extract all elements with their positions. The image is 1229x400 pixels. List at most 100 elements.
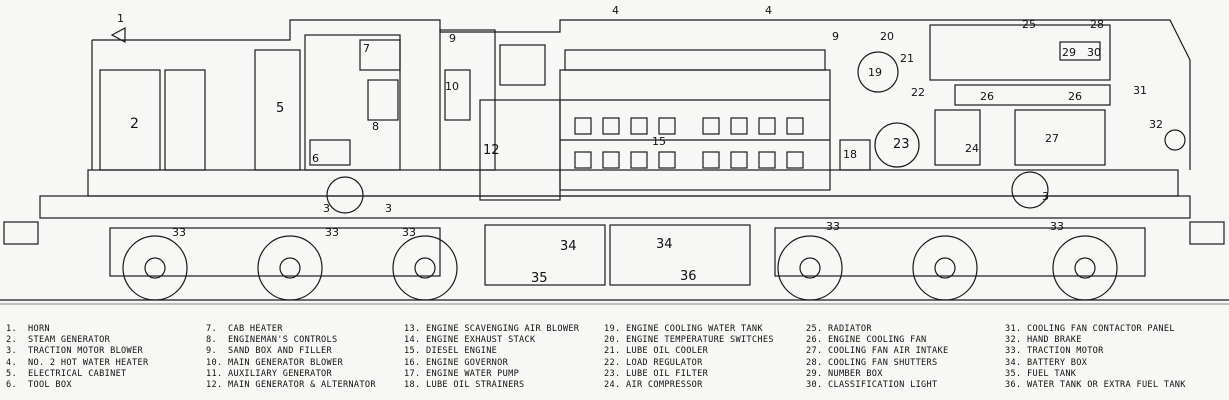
rear-truck-axle bbox=[799, 257, 821, 279]
callout-21: 21 bbox=[900, 52, 914, 65]
steam-generator-block bbox=[99, 69, 161, 171]
front-truck-axle bbox=[279, 257, 301, 279]
callout-9: 9 bbox=[449, 32, 456, 45]
legend-column-5: 25.RADIATOR 26.ENGINE COOLING FAN 27.COO… bbox=[806, 324, 948, 391]
legend-item: 23.LUBE OIL FILTER bbox=[604, 368, 709, 379]
legend-item: 33.TRACTION MOTOR bbox=[1005, 346, 1104, 357]
front-truck-wheel bbox=[392, 235, 458, 301]
callout-23: 23 bbox=[893, 137, 910, 152]
legend-item: 19.ENGINE COOLING WATER TANK bbox=[604, 324, 763, 334]
callout-36: 36 bbox=[680, 269, 697, 284]
radiator-section bbox=[929, 24, 1111, 81]
platform-deck bbox=[87, 169, 1179, 197]
front-truck-axle bbox=[414, 257, 436, 279]
callout-27: 27 bbox=[1045, 132, 1059, 145]
legend-item: 26.ENGINE COOLING FAN bbox=[806, 335, 927, 346]
legend-item: 20.ENGINE TEMPERATURE SWITCHES bbox=[604, 335, 774, 346]
legend-item: 2.STEAM GENERATOR bbox=[6, 335, 111, 346]
rear-truck-wheel bbox=[1052, 235, 1118, 301]
callout-33c: 33 bbox=[402, 226, 416, 239]
traction-motor-blower-rear bbox=[1011, 171, 1049, 209]
front-truck-frame bbox=[109, 227, 441, 277]
callout-33e: 33 bbox=[1050, 220, 1064, 233]
callout-26: 26 bbox=[980, 90, 994, 103]
legend-item: 8.ENGINEMAN'S CONTROLS bbox=[206, 335, 338, 346]
callout-8: 8 bbox=[372, 120, 379, 133]
legend-item: 11.AUXILIARY GENERATOR bbox=[206, 368, 333, 379]
callout-7: 7 bbox=[363, 42, 370, 55]
legend-column-1: 1.HORN 2.STEAM GENERATOR 3.TRACTION MOTO… bbox=[6, 324, 148, 391]
callout-34: 34 bbox=[560, 239, 577, 254]
water-tank bbox=[609, 224, 751, 286]
legend-item: 25.RADIATOR bbox=[806, 324, 872, 334]
legend-item: 10.MAIN GENERATOR BLOWER bbox=[206, 357, 343, 368]
rear-truck-frame bbox=[774, 227, 1146, 277]
callout-19: 19 bbox=[868, 66, 882, 79]
legend-item: 22.LOAD REGULATOR bbox=[604, 357, 703, 368]
callout-1: 1 bbox=[117, 12, 124, 25]
legend-item: 36.WATER TANK OR EXTRA FUEL TANK bbox=[1005, 380, 1186, 391]
legend-item: 15.DIESEL ENGINE bbox=[404, 346, 498, 357]
legend-item: 1.HORN bbox=[6, 324, 50, 334]
callout-33d: 33 bbox=[826, 220, 840, 233]
legend-item: 12.MAIN GENERATOR & ALTERNATOR bbox=[206, 380, 376, 391]
callout-10: 10 bbox=[445, 80, 459, 93]
legend-item: 4.NO. 2 HOT WATER HEATER bbox=[6, 357, 149, 368]
legend-item: 18.LUBE OIL STRAINERS bbox=[404, 380, 525, 391]
callout-32: 32 bbox=[1149, 118, 1163, 131]
callout-18: 18 bbox=[843, 148, 857, 161]
legend-item: 17.ENGINE WATER PUMP bbox=[404, 368, 520, 379]
carbody-outline bbox=[91, 19, 1191, 170]
legend-item: 24.AIR COMPRESSOR bbox=[604, 380, 703, 391]
front-truck-wheel bbox=[122, 235, 188, 301]
callout-15: 15 bbox=[652, 135, 666, 148]
locomotive-cutaway-drawing: 1 2 3 3 3 4 4 5 6 7 8 9 9 10 12 15 18 19… bbox=[0, 4, 1229, 305]
callout-20: 20 bbox=[880, 30, 894, 43]
callout-25: 25 bbox=[1022, 18, 1036, 31]
callout-33b: 33 bbox=[325, 226, 339, 239]
legend-item: 34.BATTERY BOX bbox=[1005, 357, 1088, 368]
callout-12: 12 bbox=[483, 143, 500, 158]
legend-item: 9.SAND BOX AND FILLER bbox=[206, 346, 333, 357]
callout-22: 22 bbox=[911, 86, 925, 99]
callout-3c: 3 bbox=[1042, 190, 1049, 203]
legend-item: 6.TOOL BOX bbox=[6, 380, 72, 391]
air-compressor bbox=[934, 109, 981, 166]
rear-truck-axle bbox=[934, 257, 956, 279]
callout-34b: 34 bbox=[656, 237, 673, 252]
legend-item: 27.COOLING FAN AIR INTAKE bbox=[806, 346, 949, 357]
callout-5: 5 bbox=[276, 101, 284, 116]
exhaust-stack-box bbox=[499, 44, 546, 86]
engine-top-cover bbox=[564, 49, 826, 71]
legend-item: 30.CLASSIFICATION LIGHT bbox=[806, 380, 938, 391]
legend-item: 3.TRACTION MOTOR BLOWER bbox=[6, 346, 143, 357]
cooling-fan-air-intake bbox=[1014, 109, 1106, 166]
legend-item: 29.NUMBER BOX bbox=[806, 368, 883, 379]
callout-4: 4 bbox=[612, 4, 619, 17]
main-generator-blower bbox=[444, 69, 471, 121]
callout-35: 35 bbox=[531, 271, 548, 286]
front-truck-axle bbox=[144, 257, 166, 279]
rear-truck-wheel bbox=[912, 235, 978, 301]
engineman-controls bbox=[367, 79, 399, 121]
legend-item: 21.LUBE OIL COOLER bbox=[604, 346, 709, 357]
callout-26b: 26 bbox=[1068, 90, 1082, 103]
callout-31: 31 bbox=[1133, 84, 1147, 97]
engine-cylinder-ports bbox=[574, 117, 804, 169]
legend-item: 7.CAB HEATER bbox=[206, 324, 283, 334]
electrical-cabinet bbox=[254, 49, 301, 171]
legend-item: 5.ELECTRICAL CABINET bbox=[6, 368, 127, 379]
legend-item: 13.ENGINE SCAVENGING AIR BLOWER bbox=[404, 324, 580, 334]
hand-brake bbox=[1164, 129, 1186, 151]
callout-33: 33 bbox=[172, 226, 186, 239]
callout-24: 24 bbox=[965, 142, 979, 155]
rear-truck-wheel bbox=[777, 235, 843, 301]
cab-equipment-block bbox=[164, 69, 206, 171]
callout-3: 3 bbox=[323, 202, 330, 215]
legend-item: 32.HAND BRAKE bbox=[1005, 335, 1082, 346]
horn bbox=[110, 26, 126, 44]
cab-compartment bbox=[304, 34, 401, 171]
fuel-tank bbox=[484, 224, 606, 286]
legend-column-4: 19.ENGINE COOLING WATER TANK 20.ENGINE T… bbox=[604, 324, 774, 391]
number-box bbox=[1059, 41, 1101, 61]
